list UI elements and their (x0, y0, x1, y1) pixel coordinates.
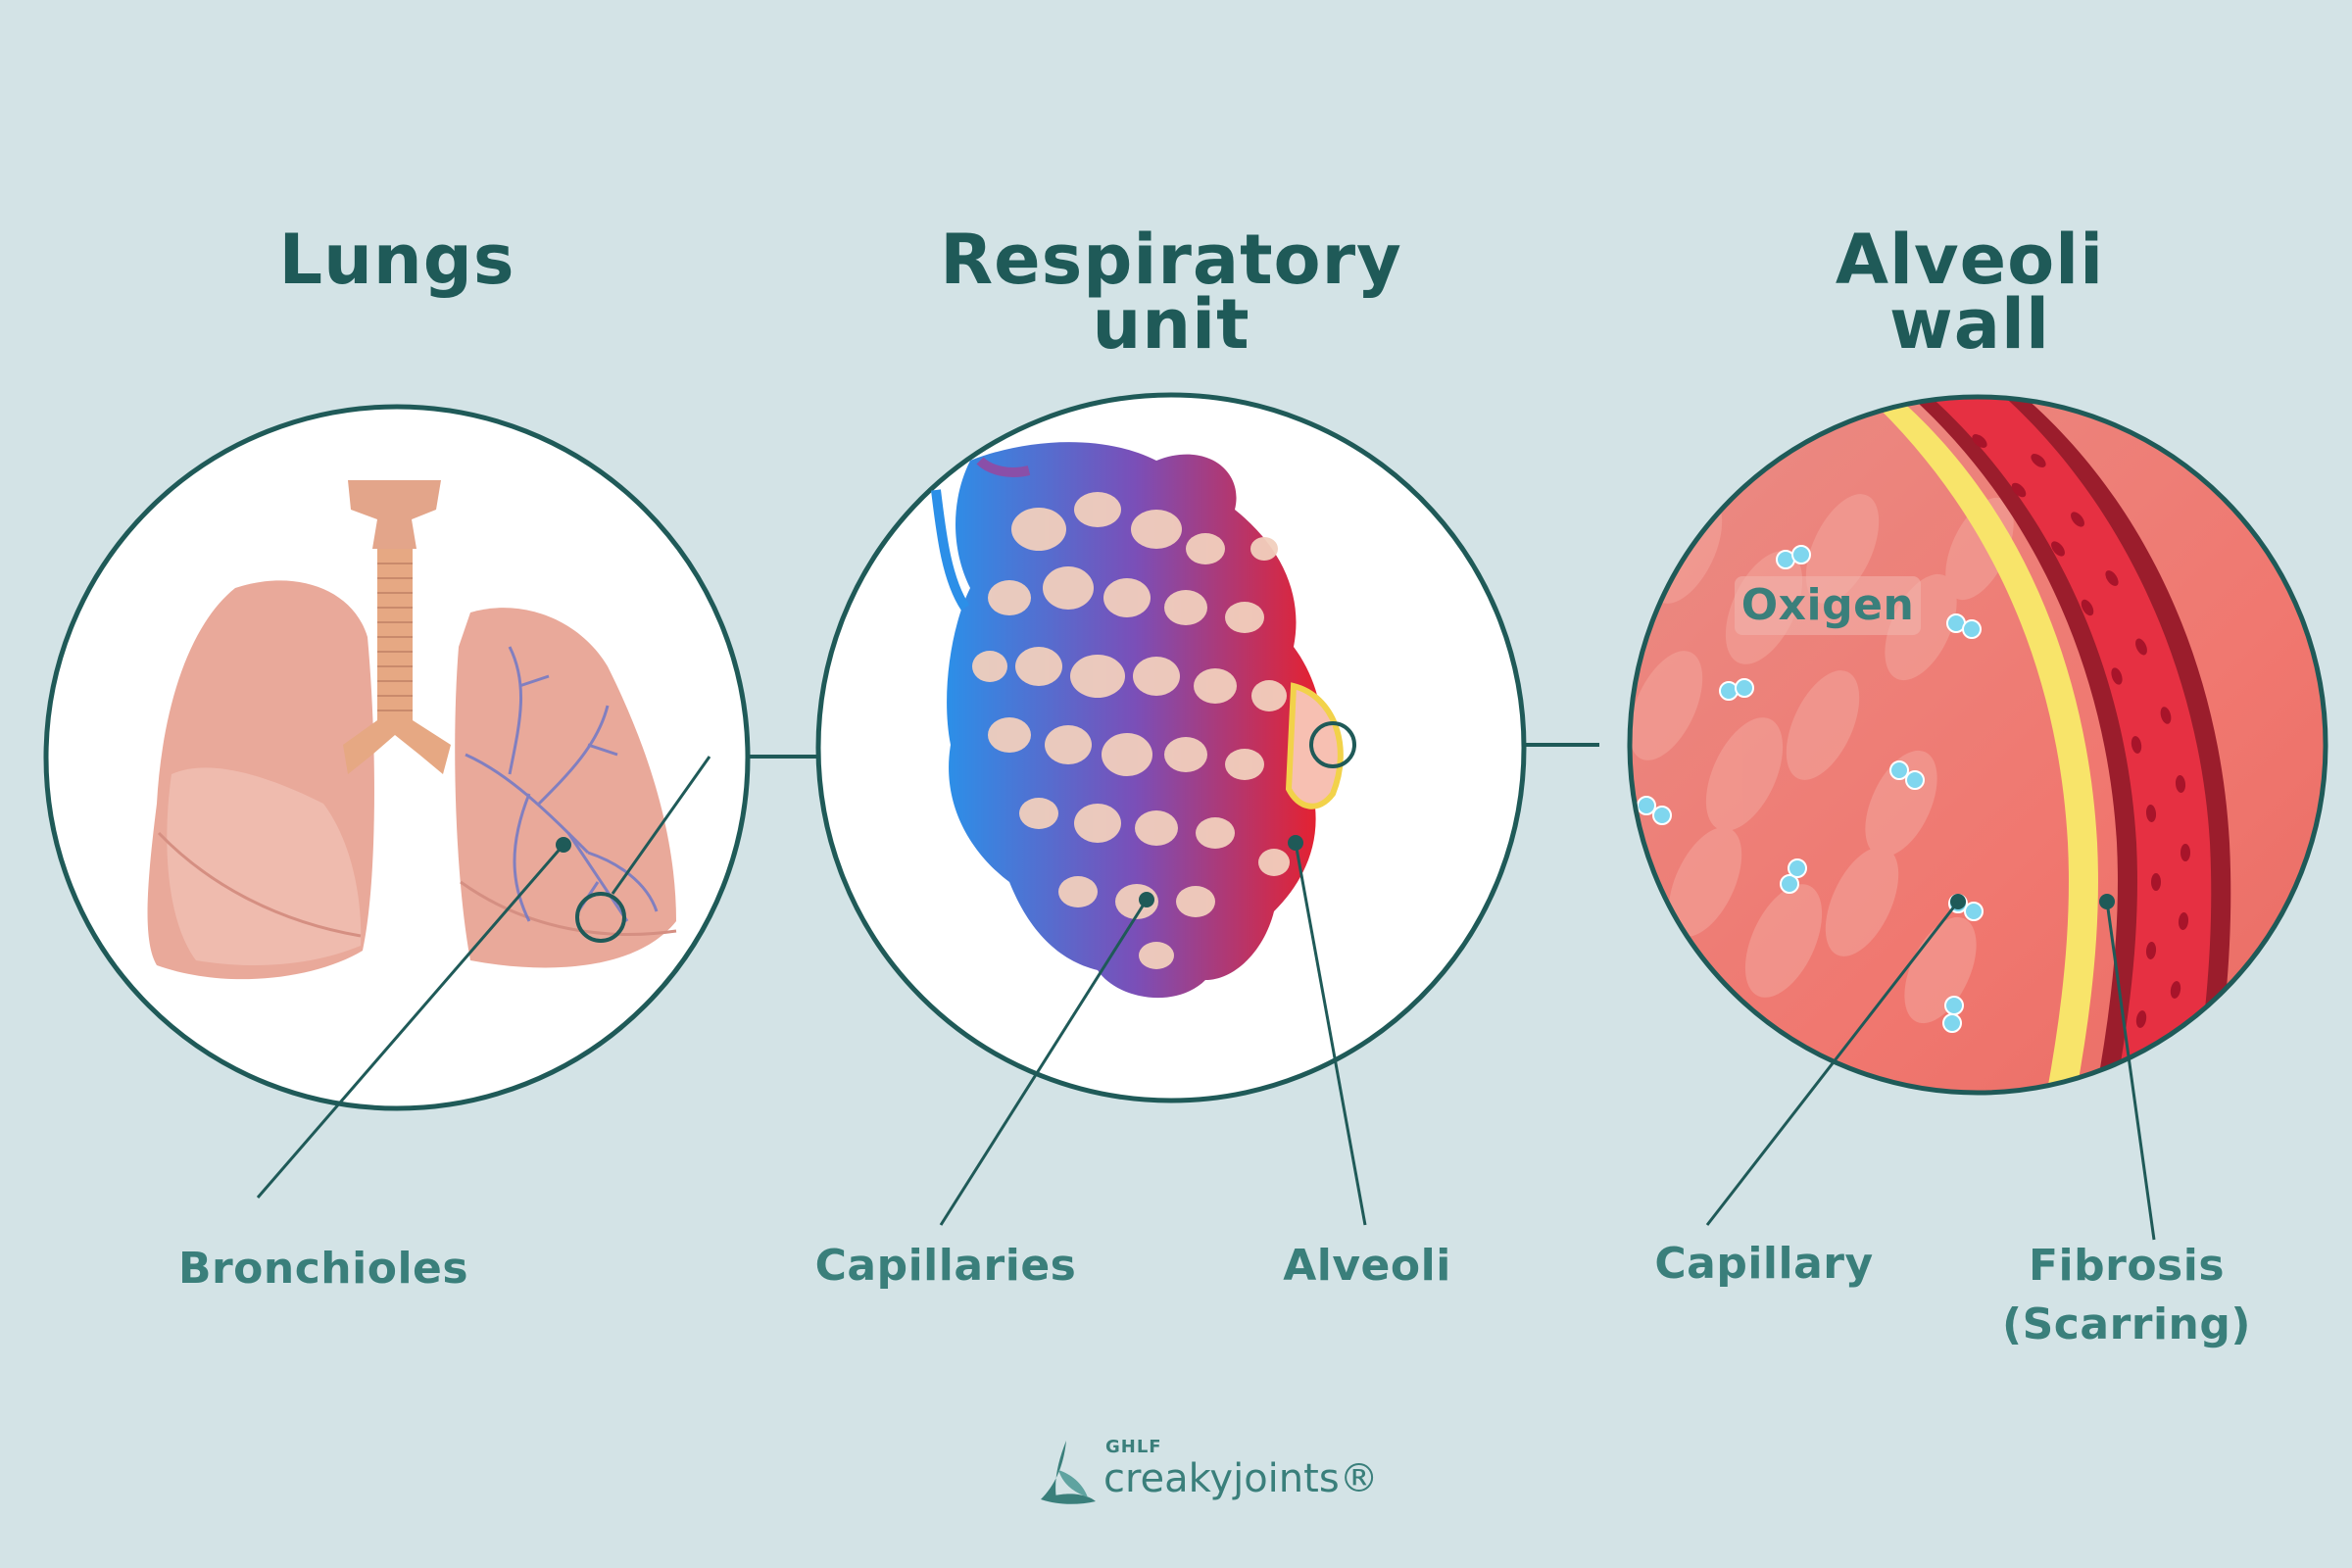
label-fibrosis: Fibrosis (Scarring) (2002, 1241, 2251, 1349)
logo-creakyjoints-text: creakyjoints® (1103, 1456, 1379, 1501)
lungs-circle (43, 404, 751, 1199)
larynx (348, 480, 441, 549)
title-alveoli-wall: Alveoli wall (1835, 220, 2105, 365)
title-respiratory-unit: Respiratory unit (940, 220, 1402, 365)
creakyjoints-logo-icon (1041, 1441, 1096, 1504)
label-capillaries: Capillaries (814, 1241, 1077, 1291)
right-lung (455, 608, 676, 968)
label-oxigen: Oxigen (1740, 580, 1915, 630)
label-capillary: Capillary (1654, 1239, 1874, 1289)
bronchiole-zoom-marker (575, 892, 626, 943)
label-alveoli: Alveoli (1283, 1241, 1451, 1291)
creakyjoints-logo: GHLF creakyjoints® (1039, 1429, 1379, 1517)
bronchi (343, 720, 451, 774)
title-lungs: Lungs (278, 220, 515, 300)
respiratory-unit-circle (815, 392, 1527, 1226)
logo-ghlf-text: GHLF (1105, 1437, 1162, 1457)
alveolar-sac (947, 442, 1324, 999)
label-bronchioles: Bronchioles (177, 1244, 469, 1294)
alveoli-wall-circle (1627, 394, 2328, 1241)
alveolus-zoom-marker (1309, 721, 1356, 768)
fibrosis-layer (1862, 397, 2098, 1093)
